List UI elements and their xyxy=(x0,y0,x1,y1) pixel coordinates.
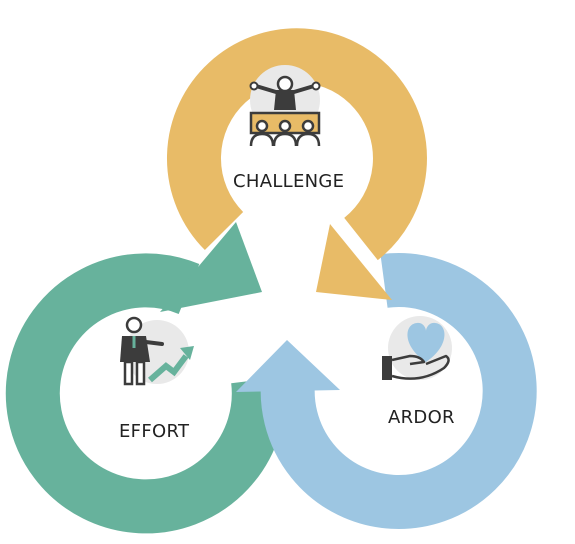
ardor-label: ARDOR xyxy=(388,407,455,428)
businessman-growth-icon xyxy=(120,316,194,386)
effort-label: EFFORT xyxy=(119,421,190,442)
heart-in-hand-icon xyxy=(382,316,452,380)
ardor-arrow xyxy=(236,253,537,530)
effort-arrow xyxy=(5,222,286,534)
presenter-audience-icon xyxy=(249,65,321,147)
challenge-label: CHALLENGE xyxy=(233,171,345,192)
challenge-arrow xyxy=(167,28,427,300)
